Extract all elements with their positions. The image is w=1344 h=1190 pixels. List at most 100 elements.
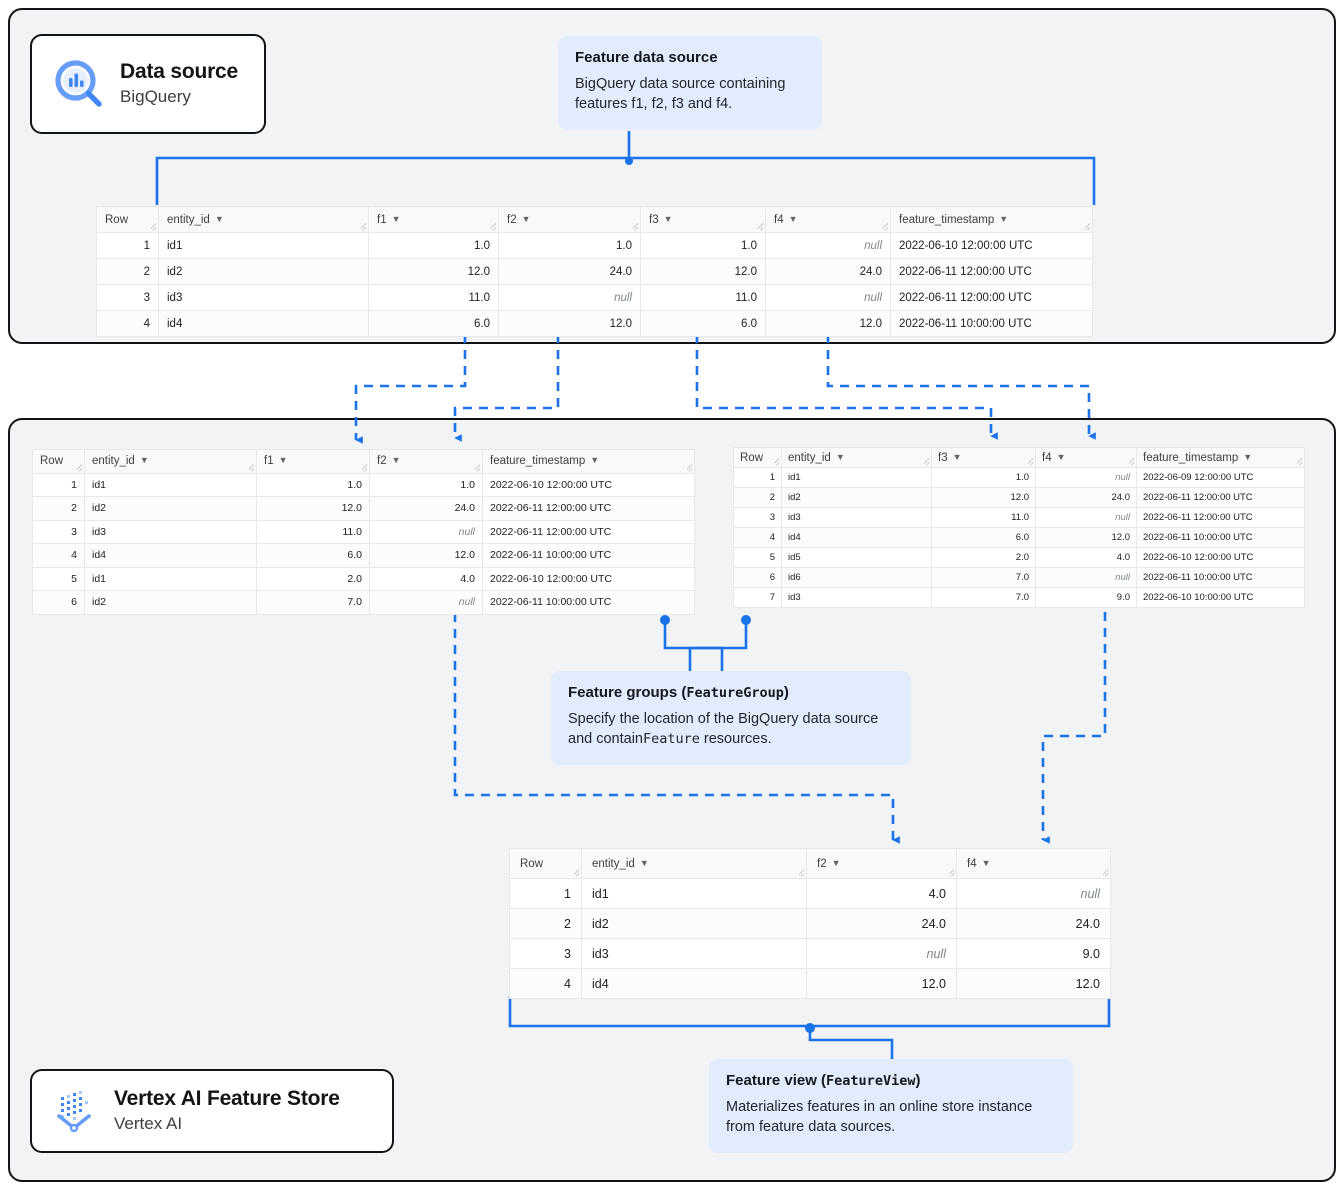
column-header-feature-timestamp[interactable]: feature_timestamp▼ bbox=[1136, 447, 1305, 468]
column-resize-grip-icon[interactable] bbox=[771, 458, 779, 466]
column-resize-grip-icon[interactable] bbox=[796, 869, 804, 877]
chevron-down-icon[interactable]: ▼ bbox=[391, 213, 401, 224]
column-resize-grip-icon[interactable] bbox=[1294, 458, 1302, 466]
cell-f1: 11.0 bbox=[368, 284, 499, 311]
chevron-down-icon[interactable]: ▼ bbox=[590, 455, 600, 466]
column-header-f3[interactable]: f3▼ bbox=[931, 447, 1036, 468]
column-header-entity-id[interactable]: entity_id▼ bbox=[581, 848, 807, 879]
chevron-down-icon[interactable]: ▼ bbox=[999, 213, 1009, 224]
chevron-down-icon[interactable]: ▼ bbox=[521, 213, 531, 224]
cell-f2: 4.0 bbox=[369, 566, 483, 591]
cell-row: 2 bbox=[733, 487, 782, 508]
column-header-f1[interactable]: f1▼ bbox=[256, 449, 370, 474]
cell-feature-timestamp: 2022-06-10 12:00:00 UTC bbox=[890, 232, 1093, 259]
column-header-f2[interactable]: f2▼ bbox=[806, 848, 957, 879]
column-resize-grip-icon[interactable] bbox=[755, 223, 763, 231]
column-header-feature-timestamp[interactable]: feature_timestamp▼ bbox=[482, 449, 695, 474]
column-resize-grip-icon[interactable] bbox=[1082, 223, 1090, 231]
column-header-row[interactable]: Row bbox=[509, 848, 582, 879]
column-header-row[interactable]: Row bbox=[96, 206, 159, 233]
chevron-down-icon[interactable]: ▼ bbox=[1243, 451, 1253, 462]
callout-title: Feature data source bbox=[575, 49, 718, 66]
column-header-entity-id[interactable]: entity_id▼ bbox=[158, 206, 369, 233]
chevron-down-icon[interactable]: ▼ bbox=[278, 455, 288, 466]
column-header-f2[interactable]: f2▼ bbox=[498, 206, 641, 233]
column-resize-grip-icon[interactable] bbox=[359, 464, 367, 472]
cell-feature-timestamp: 2022-06-11 10:00:00 UTC bbox=[482, 590, 695, 615]
column-resize-grip-icon[interactable] bbox=[630, 223, 638, 231]
cell-feature-timestamp: 2022-06-11 12:00:00 UTC bbox=[1136, 487, 1305, 508]
column-resize-grip-icon[interactable] bbox=[74, 464, 82, 472]
chevron-down-icon[interactable]: ▼ bbox=[214, 213, 224, 224]
column-resize-grip-icon[interactable] bbox=[1100, 869, 1108, 877]
chevron-down-icon[interactable]: ▼ bbox=[639, 857, 649, 868]
column-resize-grip-icon[interactable] bbox=[946, 869, 954, 877]
column-resize-grip-icon[interactable] bbox=[358, 223, 366, 231]
column-resize-grip-icon[interactable] bbox=[488, 223, 496, 231]
column-resize-grip-icon[interactable] bbox=[472, 464, 480, 472]
chevron-down-icon[interactable]: ▼ bbox=[663, 213, 673, 224]
cell-f1: 1.0 bbox=[368, 232, 499, 259]
column-header-f4[interactable]: f4▼ bbox=[765, 206, 891, 233]
chevron-down-icon[interactable]: ▼ bbox=[139, 455, 149, 466]
chevron-down-icon[interactable]: ▼ bbox=[981, 857, 991, 868]
column-header-f4[interactable]: f4▼ bbox=[1035, 447, 1137, 468]
column-resize-grip-icon[interactable] bbox=[1025, 458, 1033, 466]
column-header-row[interactable]: Row bbox=[733, 447, 782, 468]
cell-f2: 1.0 bbox=[498, 232, 641, 259]
chip-title: Data source bbox=[120, 60, 239, 84]
column-header-row[interactable]: Row bbox=[32, 449, 85, 474]
column-header-f4[interactable]: f4▼ bbox=[956, 848, 1111, 879]
chevron-down-icon[interactable]: ▼ bbox=[788, 213, 798, 224]
chevron-down-icon[interactable]: ▼ bbox=[1056, 451, 1066, 462]
cell-f4: 12.0 bbox=[765, 310, 891, 337]
column-resize-grip-icon[interactable] bbox=[148, 223, 156, 231]
chevron-down-icon[interactable]: ▼ bbox=[831, 857, 841, 868]
column-header-label: Row bbox=[40, 455, 64, 468]
chevron-down-icon[interactable]: ▼ bbox=[391, 455, 401, 466]
column-resize-grip-icon[interactable] bbox=[921, 458, 929, 466]
column-header-entity-id[interactable]: entity_id▼ bbox=[84, 449, 257, 474]
column-resize-grip-icon[interactable] bbox=[571, 869, 579, 877]
cell-row: 6 bbox=[32, 590, 85, 615]
column-header-feature-timestamp[interactable]: feature_timestamp▼ bbox=[890, 206, 1093, 233]
column-resize-grip-icon[interactable] bbox=[246, 464, 254, 472]
column-resize-grip-icon[interactable] bbox=[1126, 458, 1134, 466]
column-resize-grip-icon[interactable] bbox=[684, 464, 692, 472]
column-resize-grip-icon[interactable] bbox=[880, 223, 888, 231]
chevron-down-icon[interactable]: ▼ bbox=[952, 451, 962, 462]
column-header-f3[interactable]: f3▼ bbox=[640, 206, 766, 233]
cell-row: 1 bbox=[733, 467, 782, 488]
chevron-down-icon[interactable]: ▼ bbox=[835, 451, 845, 462]
callout-body: BigQuery data source containing features… bbox=[575, 75, 786, 113]
column-header-f2[interactable]: f2▼ bbox=[369, 449, 483, 474]
column-header-f1[interactable]: f1▼ bbox=[368, 206, 499, 233]
cell-f2: 12.0 bbox=[806, 968, 957, 999]
column-header-entity-id[interactable]: entity_id▼ bbox=[781, 447, 932, 468]
